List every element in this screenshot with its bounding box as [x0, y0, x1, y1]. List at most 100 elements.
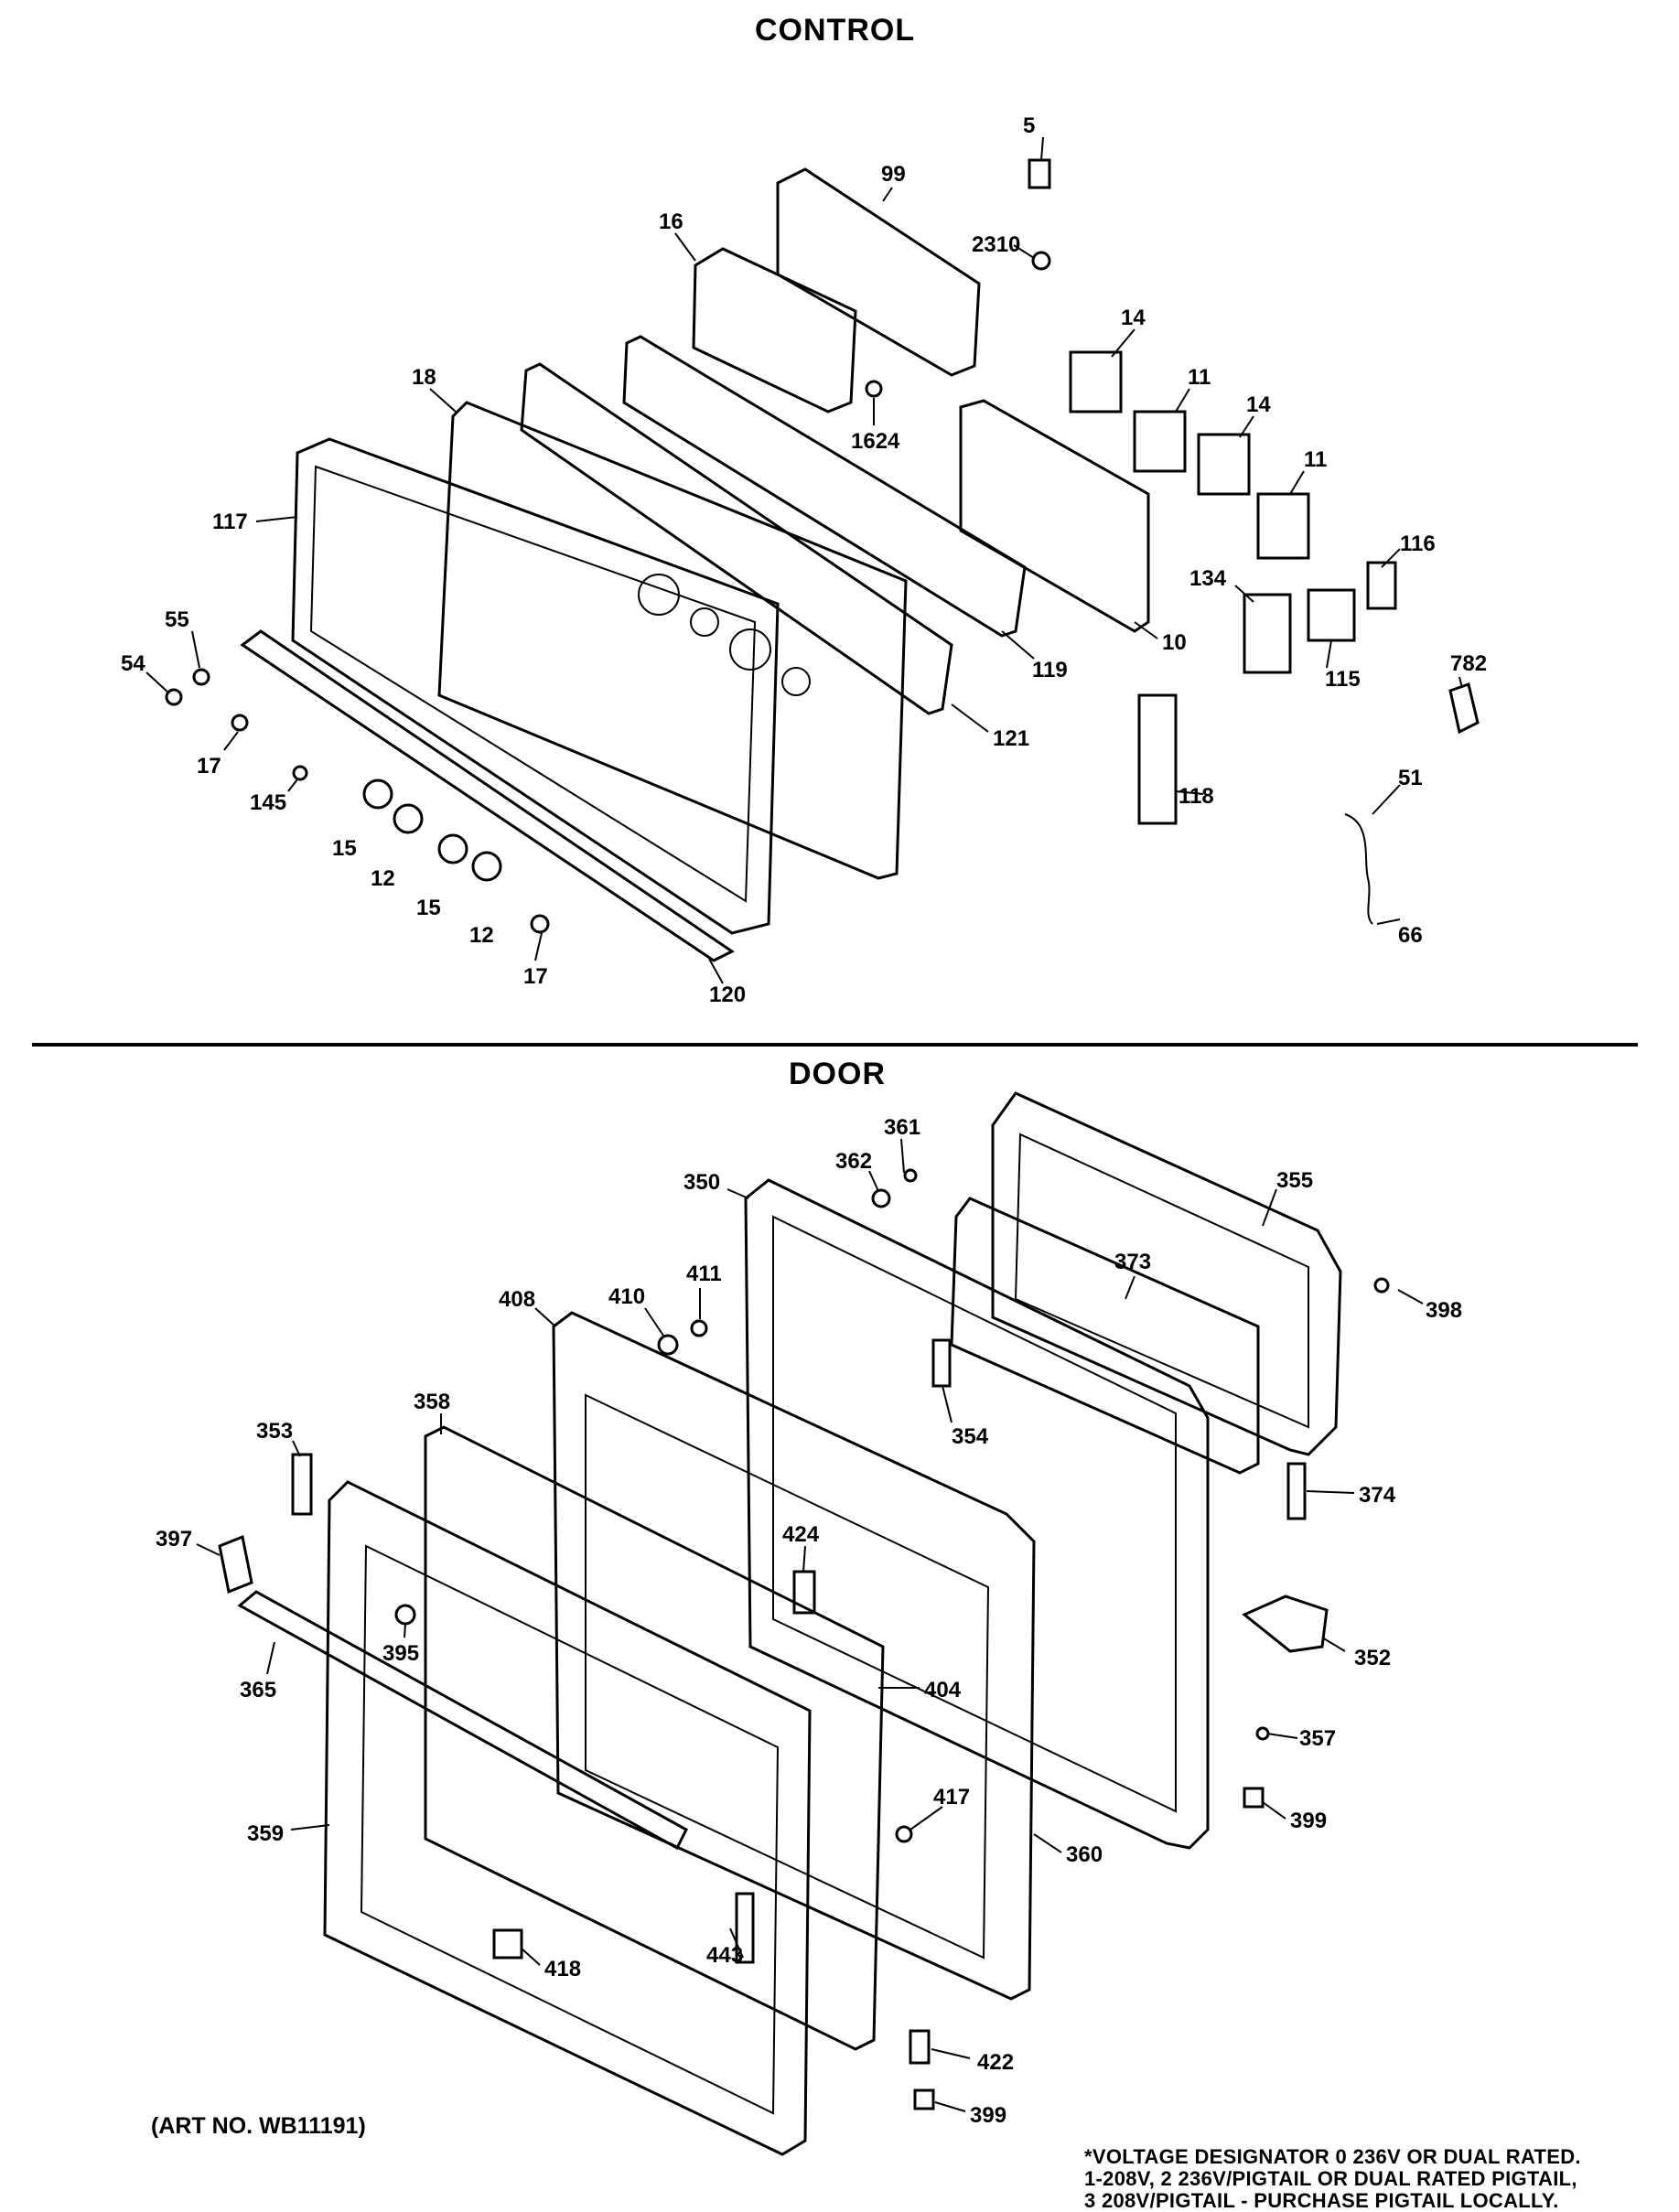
leader-line [802, 1545, 806, 1573]
callout-label: 18 [412, 365, 436, 390]
leader-line [942, 1385, 953, 1423]
callout-label: 16 [659, 209, 683, 234]
leader-line [726, 1188, 749, 1199]
leader-line [534, 932, 543, 961]
leader-line [644, 1307, 664, 1337]
callout-label: 17 [197, 754, 221, 778]
part-355-frame [991, 1091, 1342, 1456]
part-353-bracket [291, 1453, 313, 1516]
leader-line [404, 1623, 406, 1638]
leader-line [292, 1440, 301, 1457]
panel-hole [781, 667, 811, 696]
leader-line [1239, 415, 1254, 438]
voltage-footnote: *VOLTAGE DESIGNATOR 0 236V OR DUAL RATED… [1084, 2146, 1670, 2212]
callout-label: 354 [952, 1424, 989, 1449]
leader-line [429, 388, 457, 413]
part-411 [690, 1319, 708, 1337]
part-117-frame [291, 437, 780, 935]
leader-line [534, 1307, 556, 1327]
leader-line [196, 1543, 221, 1556]
leader-line [255, 516, 298, 522]
leader-line [145, 671, 170, 694]
callout-label: 66 [1398, 923, 1423, 948]
callout-label: 424 [782, 1522, 820, 1547]
part-422 [909, 2029, 931, 2065]
part-359-window [360, 1544, 780, 2115]
callout-label: 12 [371, 866, 395, 891]
leader-line [951, 703, 989, 733]
callout-label: 1624 [851, 429, 900, 454]
leader-line [1234, 585, 1254, 603]
part-362 [871, 1188, 891, 1208]
leader-line [223, 731, 239, 751]
part-361 [903, 1168, 918, 1183]
section-divider [32, 1043, 1638, 1047]
part-116-clip [1366, 561, 1397, 610]
callout-label: 10 [1162, 630, 1187, 655]
callout-label: 117 [212, 510, 248, 534]
leader-line [1306, 1490, 1355, 1494]
leader-line [1001, 630, 1035, 660]
callout-label: 373 [1114, 1250, 1151, 1274]
part-408-liner [552, 1311, 1036, 2001]
callout-label: 355 [1276, 1168, 1313, 1193]
part-355-window [1014, 1133, 1309, 1429]
leader-line [1376, 918, 1401, 925]
callout-label: 118 [1179, 784, 1214, 809]
part-17-screw [231, 714, 249, 732]
callout-label: 120 [709, 983, 746, 1007]
leader-line [1125, 1275, 1135, 1300]
callout-label: 17 [523, 964, 548, 989]
door-section-title: DOOR [789, 1057, 886, 1091]
part-15-knob [362, 778, 393, 810]
leader-line [1111, 328, 1135, 358]
part-115-bracket [1307, 588, 1356, 642]
leader-line [1175, 790, 1204, 795]
callout-label: 398 [1426, 1298, 1462, 1323]
part-373-glass [950, 1197, 1260, 1475]
leader-line [1013, 244, 1035, 259]
part-66-harness [1344, 813, 1373, 925]
leader-line [1175, 388, 1190, 413]
part-11-switch [1256, 492, 1310, 560]
callout-label: 362 [835, 1149, 872, 1174]
part-54 [165, 688, 183, 706]
callout-label: 5 [1023, 113, 1035, 138]
part-14-switch [1197, 433, 1251, 496]
callout-label: 15 [332, 836, 357, 861]
part-12-knob [393, 803, 424, 834]
leader-line [287, 778, 298, 792]
part-117-window [309, 465, 757, 903]
part-1624 [865, 380, 883, 398]
part-357-screw [1255, 1726, 1270, 1741]
part-408-recess [585, 1393, 990, 1960]
leader-line [934, 2101, 966, 2112]
control-parts [165, 158, 1480, 962]
callout-label: 360 [1066, 1842, 1103, 1867]
callout-label: 399 [970, 2103, 1006, 2128]
callout-label: 443 [706, 1943, 743, 1968]
part-417 [895, 1825, 913, 1843]
part-145 [292, 765, 308, 781]
part-10-plate [959, 399, 1150, 633]
callout-label: 121 [993, 726, 1029, 751]
panel-hole [729, 628, 771, 671]
callout-label: 55 [165, 607, 189, 632]
part-399-cap [913, 2089, 935, 2110]
leader-line [1262, 1801, 1286, 1820]
part-12-knob [471, 851, 502, 882]
leader-line [900, 1138, 905, 1174]
callout-label: 145 [250, 790, 286, 815]
callout-label: 374 [1359, 1483, 1396, 1508]
callout-label: 410 [608, 1284, 645, 1309]
leader-line [674, 232, 696, 262]
leader-lines [145, 136, 1463, 2112]
callout-label: 134 [1189, 566, 1227, 591]
part-350-frame [744, 1178, 1210, 1850]
part-352-hinge [1242, 1595, 1329, 1653]
leader-line [191, 630, 200, 669]
part-395 [394, 1604, 416, 1626]
part-119-strip [622, 335, 1027, 638]
leader-line [882, 187, 893, 202]
